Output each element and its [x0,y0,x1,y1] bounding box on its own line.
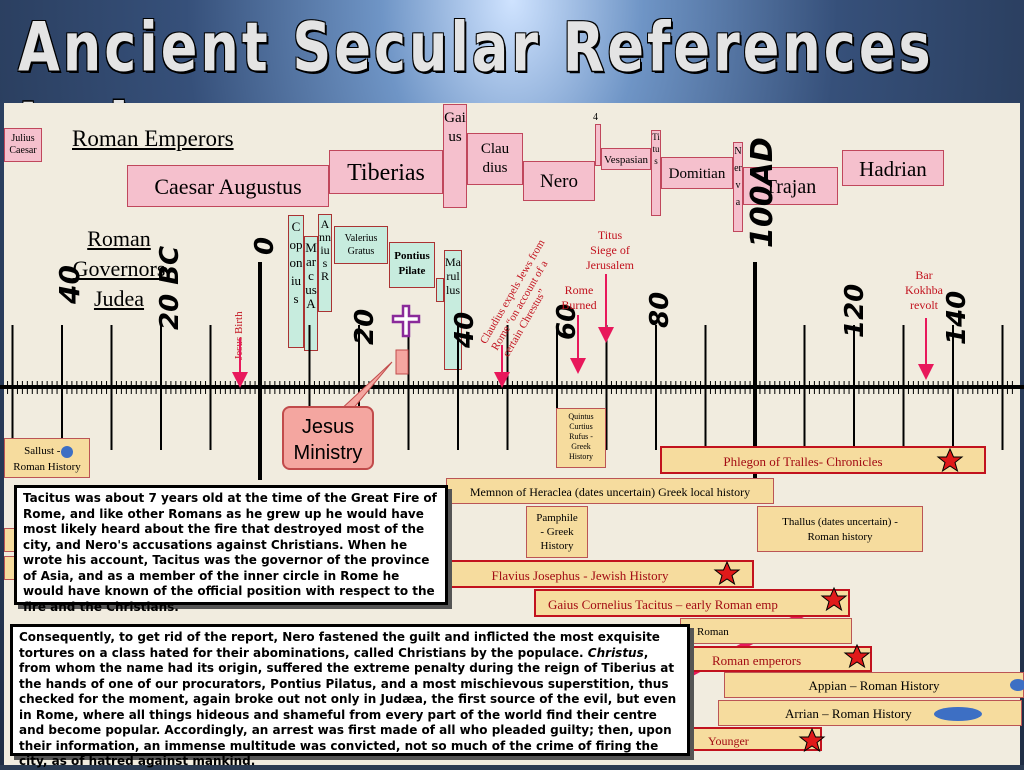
quote-christus: Christus [588,646,644,660]
star-phlegon [938,449,962,471]
oval-arrian [934,707,982,721]
quote-part-a: Consequently, to get rid of the report, … [19,630,660,660]
star-younger [800,729,824,751]
star-josephus [715,562,739,584]
tacitus-annals-quote: Consequently, to get rid of the report, … [10,624,690,756]
quote-part-b: , from whom the name had its origin, suf… [19,646,676,769]
oval-sallust [61,446,73,458]
oval-appian [1010,679,1024,691]
star-roman-emperors [845,645,869,667]
tacitus-bio-note: Tacitus was about 7 years old at the tim… [14,485,448,605]
star-tacitus [822,588,846,610]
